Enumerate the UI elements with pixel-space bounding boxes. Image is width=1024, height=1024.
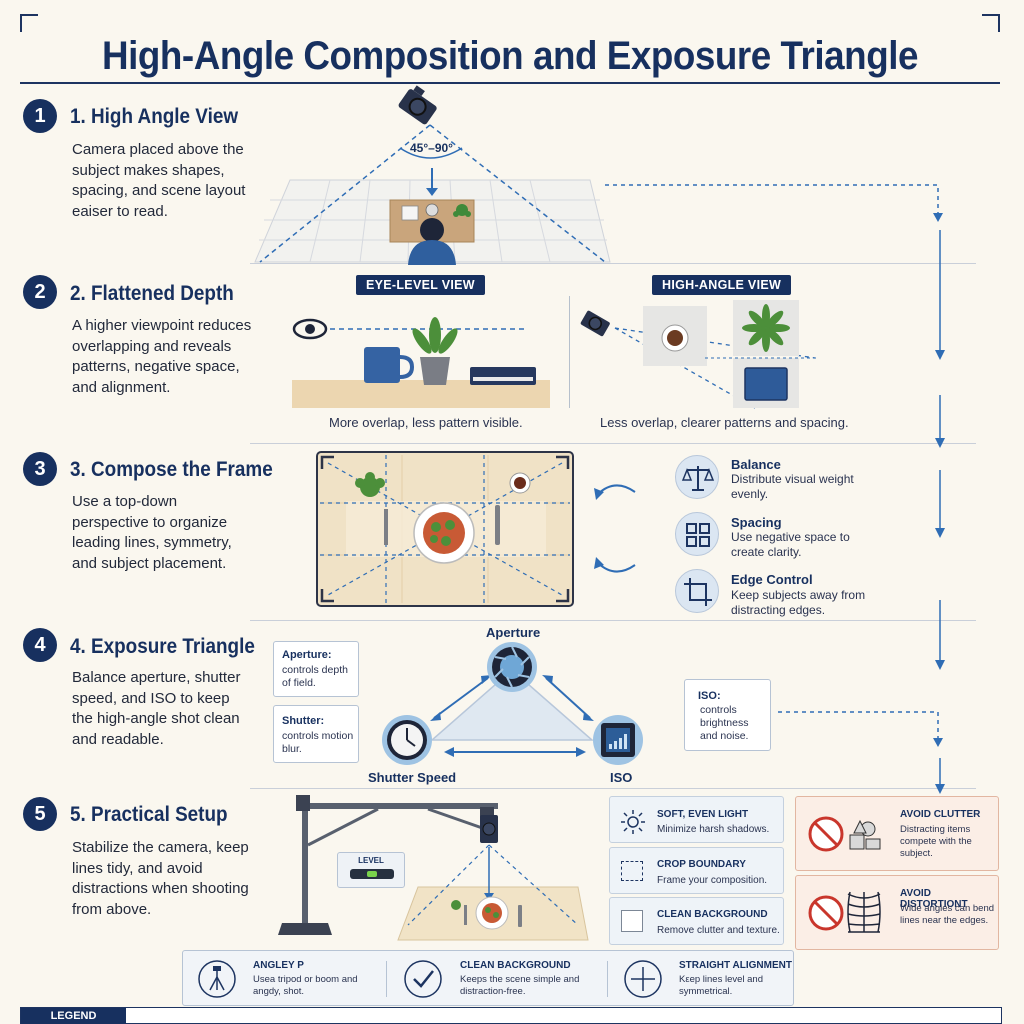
sun-icon <box>621 810 645 834</box>
view-divider <box>569 296 570 408</box>
tip-title-spacing: Spacing <box>731 515 782 530</box>
section-title-1: 1. High Angle View <box>70 105 239 128</box>
warning-avoid-clutter: AVOID CLUTTER Distracting items compete … <box>795 796 999 871</box>
section-title-4: 4. Exposure Triangle <box>70 635 255 658</box>
camera-icon <box>580 310 610 337</box>
level-label: LEVEL <box>358 856 384 865</box>
section-title-5: 5. Practical Setup <box>70 803 228 826</box>
setup-card-crop-boundary: CROP BOUNDARY Frame your composition. <box>609 847 784 894</box>
frame-corner-top-right <box>982 14 1000 32</box>
eye-level-caption: More overlap, less pattern visible. <box>329 415 523 430</box>
section-divider <box>250 788 976 789</box>
level-bubble <box>350 869 394 879</box>
section-desc-1: Camera placed above the subject makes sh… <box>72 141 246 220</box>
tip-divider <box>386 961 387 997</box>
section-divider <box>250 443 976 444</box>
no-distortion-icon <box>808 891 881 933</box>
crop-icon <box>675 569 719 613</box>
section-number-2: 2 <box>23 275 57 309</box>
section-desc-3: Use a top-down perspective to organize l… <box>72 493 232 572</box>
section-number-1: 1 <box>23 99 57 133</box>
crosshair-icon <box>624 960 662 998</box>
high-angle-illustration <box>254 85 611 265</box>
exposure-triangle <box>382 642 643 765</box>
setup-card-soft-light: SOFT, EVEN LIGHT Minimize harsh shadows. <box>609 796 784 843</box>
section-title-3: 3. Compose the Frame <box>70 458 273 481</box>
section-number-4: 4 <box>23 628 57 662</box>
section-number-3: 3 <box>23 452 57 486</box>
legend-label: LEGEND <box>21 1008 126 1024</box>
iso-label: ISO <box>610 770 633 785</box>
tip-title-edge-control: Edge Control <box>731 572 813 587</box>
crop-boundary-icon <box>621 861 643 881</box>
tip-desc-balance: Distribute visual weight evenly. <box>731 472 854 501</box>
check-icon <box>404 960 442 998</box>
legend-bar: LEGEND <box>20 1007 1002 1024</box>
boom-setup-illustration <box>278 795 589 941</box>
aperture-icon <box>487 642 537 692</box>
tip-title-balance: Balance <box>731 457 781 472</box>
camera-icon <box>480 815 498 843</box>
grid-icon <box>675 512 719 556</box>
iso-icon <box>593 715 643 765</box>
eye-level-scene <box>292 317 550 408</box>
aperture-label: Aperture <box>486 625 541 640</box>
aperture-note: Aperture: controls depth of field. <box>273 641 359 697</box>
shutter-speed-label: Shutter Speed <box>368 770 457 785</box>
scale-icon <box>675 455 719 499</box>
tip-desc-edge-control: Keep subjects away from distracting edge… <box>731 588 866 617</box>
frame-corner-top-left <box>20 14 38 32</box>
tip-desc-spacing: Use negative space to create clarity. <box>731 530 850 559</box>
high-angle-caption: Less overlap, clearer patterns and spaci… <box>600 415 849 430</box>
rotate-arrows-icon <box>594 484 636 573</box>
title-banner: High-Angle Composition and Exposure Tria… <box>20 14 1000 84</box>
square-icon <box>621 910 643 932</box>
section-desc-5: Stabilize the camera, keep lines tidy, a… <box>72 839 249 918</box>
tip-divider <box>607 961 608 997</box>
section-divider <box>250 620 976 621</box>
shutter-note: Shutter: controls motion blur. <box>273 705 359 763</box>
camera-icon <box>398 85 437 125</box>
section-number-5: 5 <box>23 797 57 831</box>
eye-level-tag: EYE-LEVEL VIEW <box>356 275 485 295</box>
section-desc-4: Balance aperture, shutter speed, and ISO… <box>72 669 241 748</box>
level-indicator: LEVEL <box>337 852 405 888</box>
section-desc-2: A higher viewpoint reduces overlapping a… <box>72 317 252 396</box>
tripod-icon <box>198 960 236 998</box>
angle-label: 45°–90° <box>410 141 453 155</box>
flow-arrows <box>605 184 945 794</box>
eye-icon <box>292 318 328 340</box>
section-divider <box>250 263 976 264</box>
page-title: High-Angle Composition and Exposure Tria… <box>101 34 918 78</box>
iso-note: ISO: controls brightness and noise. <box>684 679 771 751</box>
no-clutter-icon <box>808 816 881 852</box>
shutter-speed-icon <box>382 715 432 765</box>
section-title-2: 2. Flattened Depth <box>70 282 234 305</box>
bottom-tips-bar: ANGLEY P Usea tripod or boom and angdy, … <box>182 950 794 1006</box>
warning-avoid-distortion: AVOID DISTORTIONT Wide angles can bend l… <box>795 875 999 950</box>
compose-frame <box>316 451 574 607</box>
high-angle-scene <box>580 300 817 409</box>
setup-card-clean-background: CLEAN BACKGROUND Remove clutter and text… <box>609 897 784 945</box>
high-angle-tag: HIGH-ANGLE VIEW <box>652 275 792 295</box>
